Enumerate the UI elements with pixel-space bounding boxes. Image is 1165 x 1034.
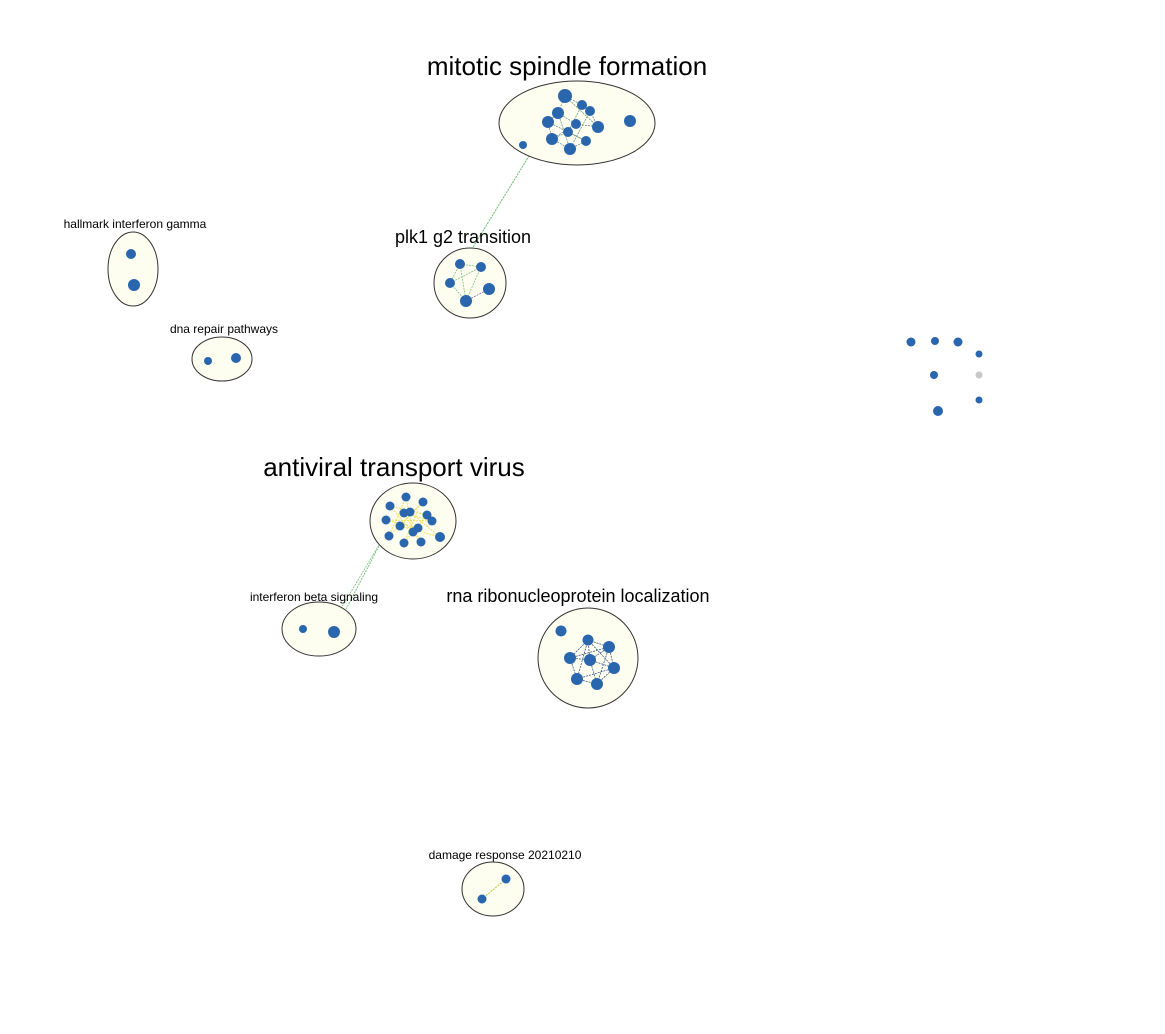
cluster-nodes bbox=[381, 492, 445, 548]
edge bbox=[481, 878, 507, 900]
cluster-edges bbox=[385, 496, 441, 544]
gene-node[interactable] bbox=[422, 510, 432, 520]
cluster-rna-ribonucleoprotein-localization[interactable]: rna ribonucleoprotein localization bbox=[446, 586, 710, 709]
gene-node[interactable] bbox=[395, 521, 405, 531]
gene-node[interactable] bbox=[299, 625, 307, 633]
cluster-antiviral-transport-virus[interactable]: antiviral transport virus bbox=[263, 452, 525, 560]
gene-node[interactable] bbox=[231, 353, 241, 363]
gene-node[interactable] bbox=[477, 894, 487, 904]
gene-node[interactable] bbox=[975, 350, 983, 358]
edge bbox=[327, 534, 386, 631]
gene-node[interactable] bbox=[519, 141, 527, 149]
cluster-nodes bbox=[299, 625, 340, 638]
gene-node[interactable] bbox=[624, 115, 636, 127]
gene-node[interactable] bbox=[476, 262, 486, 272]
gene-node[interactable] bbox=[483, 283, 495, 295]
gene-node[interactable] bbox=[126, 249, 136, 259]
cluster-nodes bbox=[204, 353, 241, 365]
gene-node[interactable] bbox=[381, 515, 391, 525]
cluster-nodes bbox=[126, 249, 140, 291]
gene-node[interactable] bbox=[435, 532, 445, 542]
gene-node[interactable] bbox=[455, 259, 465, 269]
gene-node[interactable] bbox=[584, 654, 596, 666]
cluster-dna-repair-pathways[interactable]: dna repair pathways bbox=[170, 322, 278, 382]
gene-node[interactable] bbox=[563, 127, 573, 137]
cluster-plk1-g2-transition[interactable]: plk1 g2 transition bbox=[395, 227, 531, 319]
gene-node[interactable] bbox=[975, 396, 983, 404]
gene-node[interactable] bbox=[906, 337, 916, 347]
gene-node[interactable] bbox=[564, 652, 576, 664]
gene-node[interactable] bbox=[128, 279, 140, 291]
cluster-label: interferon beta signaling bbox=[250, 590, 378, 604]
gene-node[interactable] bbox=[608, 662, 620, 674]
gene-node[interactable] bbox=[418, 497, 428, 507]
cluster-boundary bbox=[107, 231, 159, 307]
cluster-label: mitotic spindle formation bbox=[427, 51, 707, 81]
cluster-nodes bbox=[445, 259, 495, 307]
gene-node[interactable] bbox=[384, 531, 394, 541]
cluster-label: hallmark interferon gamma bbox=[64, 217, 207, 231]
gene-node[interactable] bbox=[416, 537, 426, 547]
gene-node[interactable] bbox=[591, 678, 603, 690]
gene-node[interactable] bbox=[399, 538, 409, 548]
cluster-label: plk1 g2 transition bbox=[395, 227, 531, 247]
cluster-damage-response[interactable]: damage response 20210210 bbox=[429, 848, 582, 917]
gene-node[interactable] bbox=[501, 874, 511, 884]
gene-node[interactable] bbox=[204, 357, 212, 365]
gene-node[interactable] bbox=[931, 337, 939, 345]
cluster-label: damage response 20210210 bbox=[429, 848, 582, 862]
cluster-boundary bbox=[433, 247, 507, 319]
gene-node[interactable] bbox=[558, 89, 572, 103]
gene-node[interactable] bbox=[592, 121, 604, 133]
gene-node[interactable] bbox=[555, 625, 567, 637]
gene-node[interactable] bbox=[577, 100, 587, 110]
cluster-mitotic-spindle-formation[interactable]: mitotic spindle formation bbox=[427, 51, 707, 166]
cluster-boundary bbox=[191, 336, 253, 382]
gene-node[interactable] bbox=[930, 371, 938, 379]
gene-node[interactable] bbox=[603, 641, 615, 653]
gene-node[interactable] bbox=[542, 116, 554, 128]
cluster-label: dna repair pathways bbox=[170, 322, 278, 336]
gene-node[interactable] bbox=[552, 107, 564, 119]
gene-node[interactable] bbox=[460, 295, 472, 307]
gene-node[interactable] bbox=[933, 406, 943, 416]
cluster-boundary bbox=[281, 601, 357, 657]
cluster-nodes bbox=[555, 625, 620, 690]
gene-node[interactable] bbox=[408, 527, 418, 537]
gene-node-gray[interactable] bbox=[975, 371, 983, 379]
gene-node[interactable] bbox=[564, 143, 576, 155]
gene-node[interactable] bbox=[328, 626, 340, 638]
inter-cluster-edges bbox=[327, 124, 549, 633]
cluster-boundary bbox=[461, 861, 525, 917]
cluster-nodes bbox=[477, 874, 511, 904]
gene-node[interactable] bbox=[585, 106, 595, 116]
gene-node[interactable] bbox=[445, 278, 455, 288]
gene-node[interactable] bbox=[546, 133, 558, 145]
cluster-interferon-beta-signaling[interactable]: interferon beta signaling bbox=[250, 590, 378, 657]
gene-node[interactable] bbox=[571, 673, 583, 685]
gene-node[interactable] bbox=[953, 337, 963, 347]
unclustered-nodes bbox=[906, 337, 983, 416]
gene-node[interactable] bbox=[427, 516, 437, 526]
cluster-label: rna ribonucleoprotein localization bbox=[446, 586, 709, 606]
cluster-nodes bbox=[519, 89, 636, 155]
gene-node[interactable] bbox=[582, 634, 594, 646]
cluster-hallmark-interferon-gamma[interactable]: hallmark interferon gamma bbox=[64, 217, 207, 307]
gene-node[interactable] bbox=[581, 136, 591, 146]
gene-node[interactable] bbox=[399, 508, 409, 518]
gene-node[interactable] bbox=[571, 119, 581, 129]
cluster-label: antiviral transport virus bbox=[263, 452, 525, 482]
gene-node[interactable] bbox=[385, 501, 395, 511]
gene-node[interactable] bbox=[401, 492, 411, 502]
